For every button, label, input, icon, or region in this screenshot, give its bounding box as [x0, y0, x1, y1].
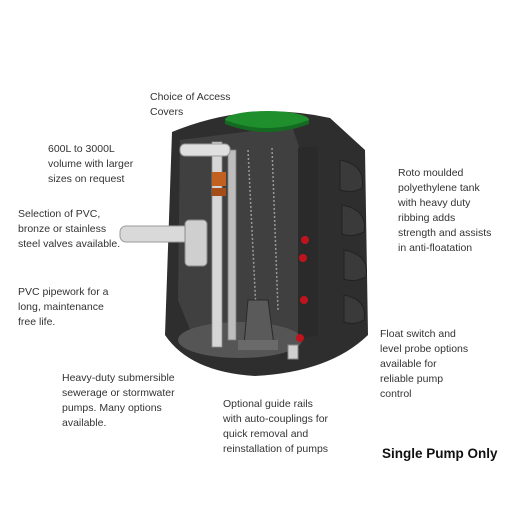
riser-pipe [211, 141, 223, 348]
valve-fitting-2 [212, 188, 226, 196]
callout-volume: 600L to 3000L volume with larger sizes o… [48, 143, 134, 185]
callout-pumps: Heavy-duty submersible sewerage or storm… [62, 372, 175, 429]
valve-body [184, 219, 208, 267]
lid-rim [225, 120, 309, 132]
float-switches [296, 236, 309, 342]
access-lid [225, 111, 309, 129]
guide-rail-2 [271, 147, 279, 311]
pump-base [238, 340, 278, 350]
callout-tank: Roto moulded polyethylene tank with heav… [398, 167, 492, 254]
callout-float-switch: Float switch and level probe options ava… [380, 328, 469, 400]
callout-guide-rails: Optional guide rails with auto-couplings… [223, 398, 329, 455]
callout-valves: Selection of PVC, bronze or stainless st… [18, 208, 121, 250]
tank-ribs [339, 159, 368, 325]
valve-fitting [212, 172, 226, 186]
guide-rail [247, 149, 257, 311]
callout-pipework: PVC pipework for a long, maintenance fre… [18, 286, 109, 328]
callout-access-covers: Choice of Access Covers [150, 91, 231, 118]
single-pump-label: Single Pump Only [382, 446, 498, 461]
top-pipe [179, 143, 231, 157]
tank-interior [178, 126, 300, 349]
riser-pipe-2 [227, 149, 237, 341]
float-box [287, 344, 299, 360]
